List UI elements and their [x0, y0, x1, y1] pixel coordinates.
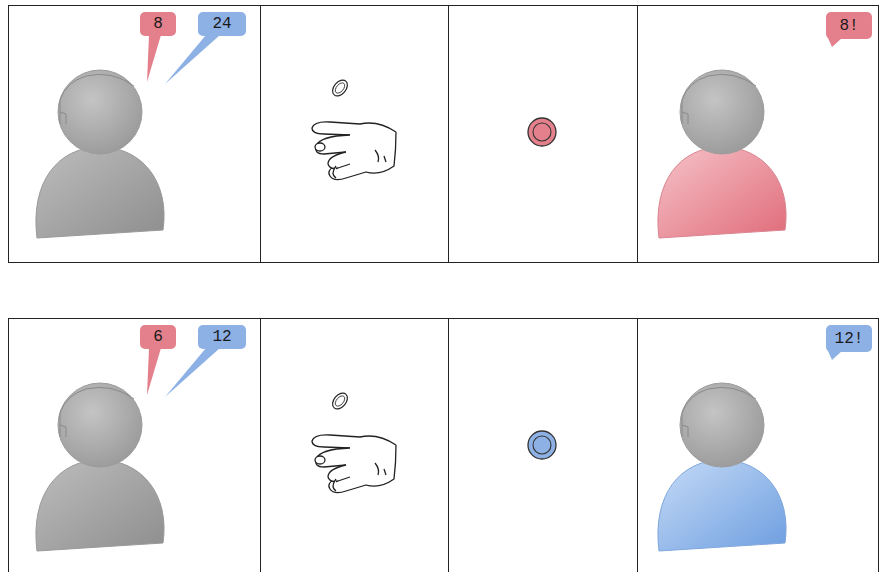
- bubble-text: 8: [153, 16, 163, 32]
- bubble-text: 12: [212, 329, 231, 345]
- speech-bubble: 8!: [826, 12, 872, 39]
- speech-bubble: 6: [140, 325, 176, 349]
- speech-bubble: 24: [198, 12, 246, 36]
- bubble-text: 12!: [835, 331, 864, 347]
- bubble-text: 6: [153, 329, 163, 345]
- bubble-text: 24: [212, 16, 231, 32]
- speech-bubble: 8: [140, 12, 176, 36]
- speech-bubble: 12!: [826, 325, 872, 352]
- row-one: [9, 5, 879, 263]
- row-two: [9, 318, 879, 572]
- speech-bubble: 12: [198, 325, 246, 349]
- bubble-text: 8!: [839, 18, 858, 34]
